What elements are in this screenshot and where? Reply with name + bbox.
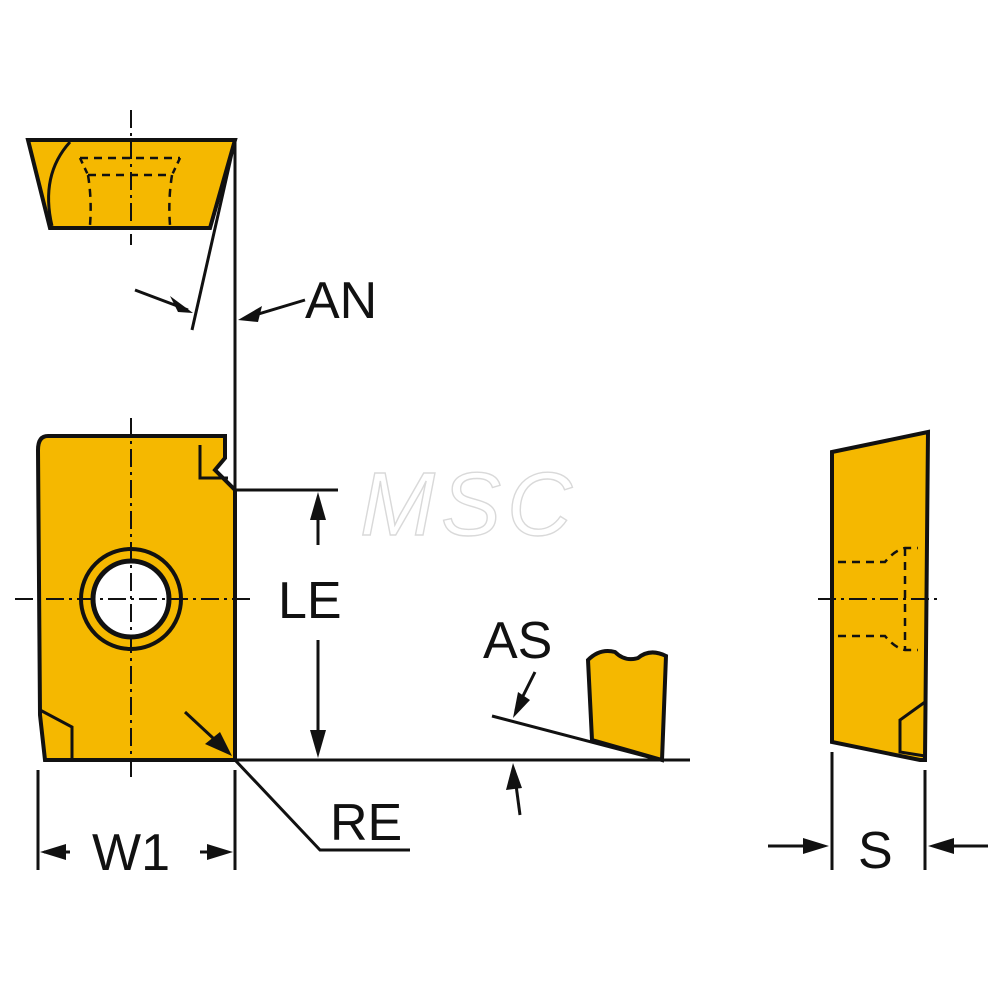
- as-detail: [491, 649, 669, 816]
- an-label: AN: [305, 272, 377, 330]
- an-clearance-line: [190, 139, 237, 331]
- as-detail-body: [585, 649, 669, 763]
- s-label: S: [858, 822, 893, 880]
- top-hole-line: [86, 174, 92, 226]
- w1-label: W1: [92, 824, 170, 882]
- side-view: [818, 429, 942, 762]
- s-arrow-right: [928, 838, 954, 854]
- le-arrow-down: [310, 730, 326, 758]
- front-corner-notch: [39, 708, 74, 758]
- side-view-body: [830, 429, 931, 762]
- le-arrow-up: [310, 492, 326, 520]
- as-label: AS: [483, 612, 552, 670]
- top-hole-line: [168, 174, 174, 226]
- an-arrow-head: [170, 296, 193, 313]
- front-view: [15, 418, 410, 852]
- as-angle-line: [491, 714, 661, 762]
- as-arrow-head-top: [513, 692, 530, 718]
- as-arrow-head-bottom: [506, 763, 522, 790]
- side-corner-notch: [898, 700, 926, 758]
- re-arrow-head: [205, 732, 232, 756]
- le-dimension: [235, 488, 690, 762]
- w1-arrow-right: [207, 844, 233, 860]
- watermark-text: MSC: [360, 455, 578, 555]
- top-view-edge: [47, 140, 72, 227]
- top-hole-line: [78, 157, 182, 176]
- w1-dimension: [36, 770, 237, 870]
- w1-arrow-left: [40, 844, 66, 860]
- an-arrow-head: [238, 306, 262, 322]
- re-label: RE: [330, 794, 402, 852]
- re-leader-line: [233, 758, 410, 852]
- s-dimension: [768, 752, 988, 870]
- le-label: LE: [278, 572, 342, 630]
- s-arrow-left: [803, 838, 829, 854]
- front-corner-notch: [198, 445, 228, 480]
- top-view: [25, 110, 306, 760]
